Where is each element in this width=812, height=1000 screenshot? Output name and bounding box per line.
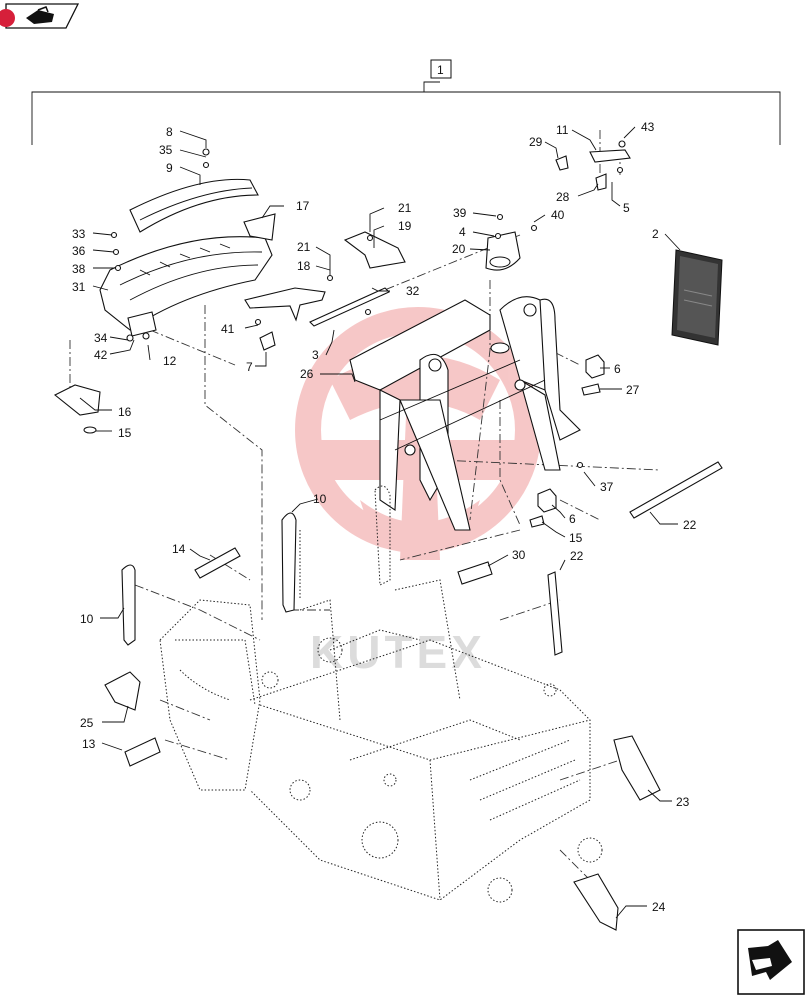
callout-38: 38 <box>72 262 86 276</box>
part-11-plate <box>589 149 631 163</box>
part-10-seal-left <box>121 564 136 646</box>
next-page-arrow-icon <box>748 940 792 980</box>
callout-39: 39 <box>453 206 467 220</box>
part-19-bracket <box>343 231 406 269</box>
callout-6-upper: 6 <box>614 362 621 376</box>
callout-18: 18 <box>297 259 311 273</box>
callout-10-left: 10 <box>80 612 94 626</box>
part-32-rod <box>309 287 390 327</box>
callout-36: 36 <box>72 244 86 258</box>
callout-21-mid: 21 <box>297 240 311 254</box>
fasteners-upper-right <box>494 140 626 240</box>
callout-42: 42 <box>94 348 108 362</box>
callout-6-lower: 6 <box>569 512 576 526</box>
group-bracket <box>31 59 781 145</box>
callout-16: 16 <box>118 405 132 419</box>
part-27-wedge <box>581 383 601 396</box>
next-page-button[interactable] <box>737 929 805 995</box>
callout-25: 25 <box>80 716 94 730</box>
part-16-side-block <box>53 384 101 416</box>
part-22-strip-right <box>629 461 723 519</box>
part-15-small-clip <box>83 426 97 434</box>
part-30-strip <box>457 561 493 585</box>
part-25-bracket <box>104 671 141 711</box>
callout-40: 40 <box>551 208 565 222</box>
callout-27: 27 <box>626 383 640 397</box>
part-12-bracket <box>127 311 157 337</box>
red-dot-icon <box>0 9 15 27</box>
group-label: 1 <box>437 63 444 77</box>
callout-41: 41 <box>221 322 235 336</box>
callout-37: 37 <box>600 480 614 494</box>
callout-9: 9 <box>166 161 173 175</box>
part-10-seal-center <box>281 512 297 613</box>
callout-33: 33 <box>72 227 86 241</box>
part-9-top-cover <box>129 178 259 233</box>
part-13-strip <box>124 737 161 767</box>
callout-13: 13 <box>82 737 96 751</box>
callout-15-left: 15 <box>118 426 132 440</box>
callout-21-top: 21 <box>398 201 412 215</box>
part-20-mount <box>485 231 521 271</box>
part-37-screw <box>576 461 584 469</box>
alignment-lines <box>69 130 661 881</box>
part-28-clip <box>595 173 607 191</box>
callout-12: 12 <box>163 354 177 368</box>
callout-20: 20 <box>452 242 466 256</box>
part-29-clip <box>555 155 569 171</box>
part-26-tower-frame <box>349 296 581 531</box>
part-24-panel <box>573 873 619 931</box>
callout-35: 35 <box>159 143 173 157</box>
callout-19: 19 <box>398 219 412 233</box>
leader-lines <box>79 126 681 919</box>
part-23-panel <box>613 735 661 801</box>
callout-34: 34 <box>94 331 108 345</box>
callout-8: 8 <box>166 125 173 139</box>
part-18-link-bracket <box>244 287 326 322</box>
callout-22-vertical: 22 <box>570 549 584 563</box>
callout-28: 28 <box>556 190 570 204</box>
part-22-strip-vertical <box>547 571 563 656</box>
fasteners-middle <box>254 234 374 326</box>
back-nav-button[interactable] <box>0 3 80 29</box>
callout-24: 24 <box>652 900 666 914</box>
callout-29: 29 <box>529 135 543 149</box>
chassis-frame <box>159 485 603 903</box>
callout-5: 5 <box>623 201 630 215</box>
callout-32: 32 <box>406 284 420 298</box>
callout-14: 14 <box>172 542 186 556</box>
part-17-bracket-plate <box>243 213 276 241</box>
callout-15-right: 15 <box>569 531 583 545</box>
part-6-block-lower <box>537 488 557 513</box>
callout-23: 23 <box>676 795 690 809</box>
callout-11: 11 <box>556 123 569 137</box>
part-6-block-upper <box>585 354 605 379</box>
callout-26: 26 <box>300 367 314 381</box>
hand-pointer-icon <box>26 6 54 24</box>
part-31-lower-cover <box>99 236 273 331</box>
callout-7: 7 <box>246 360 253 374</box>
callout-labels: 8 35 9 17 33 36 38 31 34 42 12 16 15 21 … <box>72 120 697 914</box>
callout-22-right: 22 <box>683 518 697 532</box>
callout-3: 3 <box>312 348 319 362</box>
part-15-wedge-lower <box>529 515 545 528</box>
callout-4: 4 <box>459 225 466 239</box>
callout-17: 17 <box>296 199 310 213</box>
part-7-clip <box>259 331 276 351</box>
part-14-strip <box>194 547 241 579</box>
part-2-manual <box>671 249 723 346</box>
fasteners-left <box>110 148 210 342</box>
callout-10-center: 10 <box>313 492 327 506</box>
callout-2: 2 <box>652 227 659 241</box>
callout-43: 43 <box>641 120 655 134</box>
callout-31: 31 <box>72 280 86 294</box>
watermark-text: KUTEX <box>310 626 486 678</box>
callout-30: 30 <box>512 548 526 562</box>
